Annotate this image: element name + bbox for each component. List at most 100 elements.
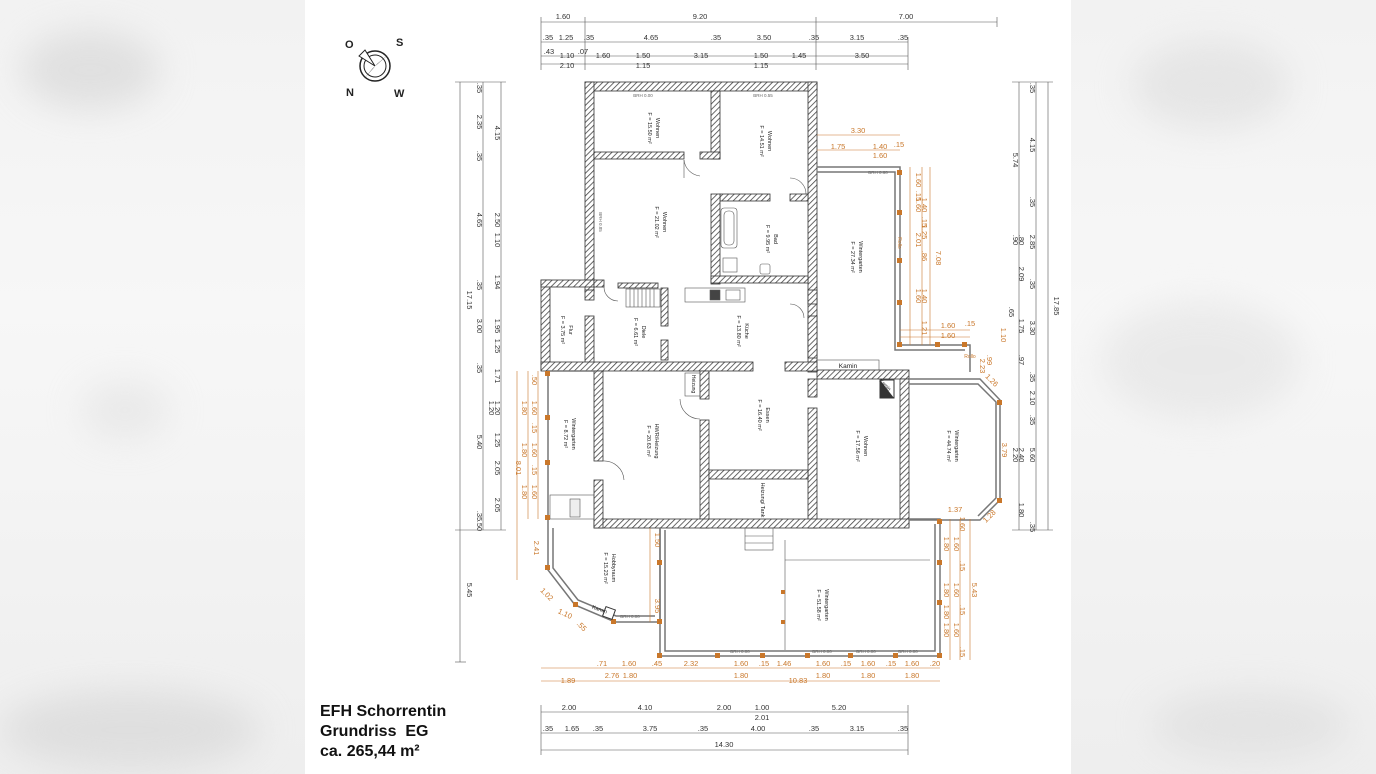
dim-text: 1.25: [493, 339, 502, 354]
dim-text: 1.10: [560, 51, 575, 60]
room-name: Heizung/ Tank: [759, 483, 765, 518]
room-area: F = 17.56 m²: [854, 430, 860, 462]
compass-rose-icon: S N O W: [345, 37, 405, 100]
title-block: EFH Schorrentin Grundriss EG ca. 265,44 …: [320, 702, 446, 762]
dim-text: 17.15: [465, 291, 474, 310]
compass-letter-o: O: [345, 39, 354, 51]
dim-text: 1.80: [816, 671, 831, 680]
dim-text: 1.75: [1017, 319, 1026, 334]
dim-text: 1.80: [734, 671, 749, 680]
dim-text: .35: [584, 33, 594, 42]
dim-text: 1.60: [596, 51, 611, 60]
room-name: Wohnen: [654, 118, 660, 138]
dim-text: .15: [530, 423, 539, 433]
dim-text: .07: [578, 47, 588, 56]
dim-text: 1.15: [754, 61, 769, 70]
room-name: Essen: [764, 407, 770, 422]
dim-text: 5.40: [475, 435, 484, 450]
dim-text: 14.30: [715, 740, 734, 749]
dim-text: 1.60: [530, 443, 539, 458]
dim-text: .43: [544, 47, 554, 56]
room-area: F = 51.58 m²: [815, 589, 821, 621]
dim-text: 1.94: [493, 275, 502, 290]
dim-text: 1.71: [493, 369, 502, 384]
dimensions-right-text: 17.85 .35 4.15 .35 2.85 .35 3.30 .35 2.1…: [1007, 83, 1061, 532]
room-label: Wintergarten F = 51.58 m²: [815, 589, 829, 621]
dim-text: .15: [958, 605, 967, 615]
dim-text: 4.15: [1028, 138, 1037, 153]
dim-text: 1.80: [905, 671, 920, 680]
dim-text: .15: [958, 647, 967, 657]
dim-text: .35: [698, 724, 708, 733]
dim-text: 3.15: [850, 33, 865, 42]
wintergarden-posts: [545, 170, 1002, 658]
brh-label: BRH 0.00: [898, 649, 918, 654]
dim-text: 1.60: [914, 198, 923, 213]
room-label: Wintergarten F = 8.72 m²: [562, 418, 576, 450]
dim-text: .86: [920, 251, 929, 261]
dim-text: 1.60: [952, 537, 961, 552]
dim-text: .35: [543, 724, 553, 733]
dim-text: .15: [958, 561, 967, 571]
room-name: Wohnen: [862, 436, 868, 456]
interior-lines: [549, 159, 930, 650]
dim-text: 1.50: [754, 51, 769, 60]
kamin-label: Kamin: [591, 605, 608, 616]
dim-text: 5.43: [970, 583, 979, 598]
dim-text: 1.80: [861, 671, 876, 680]
project-name: EFH Schorrentin: [320, 703, 447, 720]
dim-text: 1.80: [942, 583, 951, 598]
dim-text: 4.65: [644, 33, 659, 42]
dim-text: 2.32: [684, 659, 699, 668]
dim-text: 1.80: [520, 485, 529, 500]
dim-text: 1.60: [873, 151, 888, 160]
room-label: Hobbyraum F = 15.23 m²: [602, 552, 616, 584]
dim-text: 1.60: [905, 659, 920, 668]
dim-text: 2.00: [717, 703, 732, 712]
compass-letter-n: N: [346, 87, 354, 99]
dim-text: 3.30: [851, 126, 866, 135]
room-area: F = 8.72 m²: [562, 420, 568, 448]
dim-text: 2.05: [493, 498, 502, 513]
dim-text: .35: [898, 33, 908, 42]
floor-plan-sheet: [305, 0, 1071, 774]
room-name: HWR/Heizung: [653, 424, 659, 459]
room-area: F = 20.63 m²: [645, 425, 651, 457]
dim-text: .35: [809, 33, 819, 42]
dim-text: 1.80: [942, 605, 951, 620]
dim-text: 4.15: [493, 126, 502, 141]
dim-text: 1.80: [520, 401, 529, 416]
compass-letter-w: W: [394, 88, 405, 100]
dim-text: 1.60: [530, 401, 539, 416]
dim-text: .20: [930, 659, 940, 668]
dim-text: 1.20: [487, 401, 496, 416]
room-label: HWR/Heizung F = 20.63 m²: [645, 424, 659, 459]
dim-text: .35: [1028, 522, 1037, 532]
dim-text: .35: [1028, 415, 1037, 425]
kamin-label: Kamin: [839, 363, 858, 370]
dim-text: .50: [475, 521, 484, 531]
dim-text: 1.25: [920, 225, 929, 240]
dim-text: 2.00: [562, 703, 577, 712]
dim-text: .35: [809, 724, 819, 733]
room-area: F = 3.75 m²: [559, 316, 565, 344]
dimensions-bottom-orange: [541, 667, 940, 682]
dim-text: 3.75: [643, 724, 658, 733]
room-label: Bad F = 9.95 m²: [764, 225, 778, 253]
dim-text: 3.79: [1000, 443, 1009, 458]
dim-text: 1.80: [520, 443, 529, 458]
dim-text: 3.50: [855, 51, 870, 60]
room-label: Wintergarten F = 44.74 m²: [945, 430, 959, 462]
brh-label: BRH 0.00: [620, 614, 640, 619]
room-area: F = 21.02 m²: [653, 206, 659, 238]
dimensions-top-text: 1.60 9.20 7.00 .35 1.25 .35 4.65 .35 3.5…: [543, 12, 914, 70]
dim-text: .35: [475, 151, 484, 161]
dim-text: 2.40: [1017, 448, 1026, 463]
wg-south-dim-text: 1.60 .15 1.60 .15 1.60 .15 1.60 1.80 1.8…: [942, 517, 979, 658]
dim-text: 1.50: [653, 533, 662, 548]
dim-text: 17.85: [1052, 297, 1061, 316]
compass-letter-s: S: [396, 37, 403, 49]
dim-text: 7.08: [934, 251, 943, 266]
brh-label: BRH 0.00: [856, 649, 876, 654]
